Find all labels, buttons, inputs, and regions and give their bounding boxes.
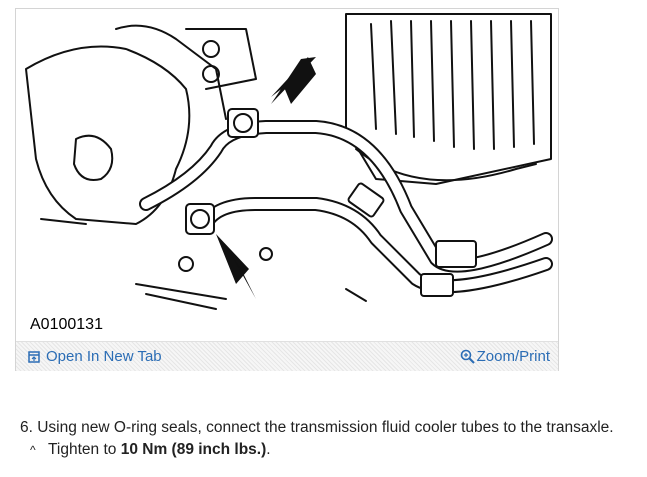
torque-sub-step: ^ Tighten to 10 Nm (89 inch lbs.). bbox=[30, 441, 271, 459]
sub-step-marker: ^ bbox=[30, 443, 36, 457]
zoom-print-link[interactable]: Zoom/Print bbox=[460, 348, 550, 365]
sub-step-suffix: . bbox=[266, 441, 271, 458]
step-instruction: 6. Using new O-ring seals, connect the t… bbox=[20, 419, 614, 436]
zoom-print-label: Zoom/Print bbox=[476, 348, 550, 365]
zoom-magnifier-icon bbox=[460, 349, 475, 364]
figure-card: A0100131 Open In New Tab Zoom/Print bbox=[15, 8, 559, 371]
sub-step-prefix: Tighten to bbox=[48, 441, 121, 458]
transaxle-cooler-tubes-illustration: A0100131 bbox=[16, 9, 558, 341]
open-in-new-tab-link[interactable]: Open In New Tab bbox=[28, 348, 162, 365]
open-in-new-tab-label: Open In New Tab bbox=[46, 348, 162, 365]
figure-id-label: A0100131 bbox=[30, 316, 103, 333]
torque-value: 10 Nm (89 inch lbs.) bbox=[120, 441, 267, 458]
figure-footer: Open In New Tab Zoom/Print bbox=[16, 341, 558, 371]
open-in-new-tab-icon bbox=[28, 350, 40, 363]
